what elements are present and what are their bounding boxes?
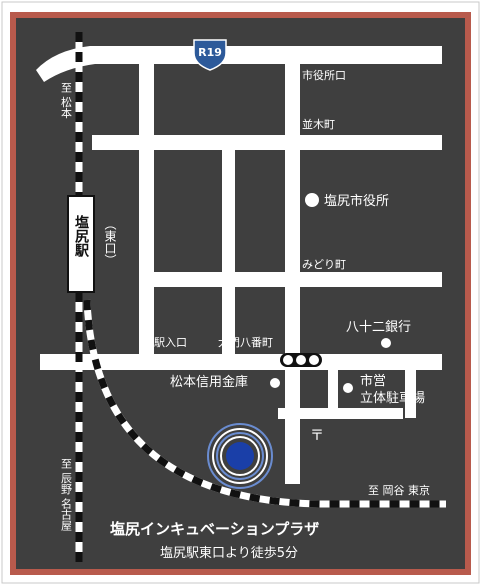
bank-marker-icon xyxy=(381,338,391,348)
road-vertical-5 xyxy=(405,370,416,418)
destination-access: 塩尻駅東口より徒歩5分 xyxy=(160,545,298,561)
direction-south: 至 辰野 名古屋 xyxy=(60,458,73,532)
map-background xyxy=(16,18,465,569)
label-ekiiriguchi: 駅入口 xyxy=(154,336,187,349)
traffic-signal-icon xyxy=(280,353,322,367)
label-shiyakusho-guchi: 市役所口 xyxy=(302,68,346,82)
label-namikicho: 並木町 xyxy=(302,117,335,131)
destination-name: 塩尻インキュベーションプラザ xyxy=(110,520,319,538)
highway-shield-icon: R19 xyxy=(193,39,227,71)
label-matsumoto-shinkin: 松本信用金庫 xyxy=(170,374,248,390)
label-parking-1: 市営 xyxy=(360,373,386,389)
label-daimon-hachibancho: 大門八番町 xyxy=(218,335,273,349)
road-vertical-4 xyxy=(328,370,338,410)
road-main-horizontal xyxy=(40,354,442,370)
road-vertical-2 xyxy=(285,64,300,484)
road-vertical-3 xyxy=(222,150,235,365)
station-line: JR xyxy=(74,204,88,217)
road-namikicho xyxy=(92,135,442,150)
label-hachijuni-bank: 八十二銀行 xyxy=(346,320,411,335)
city-hall-marker-icon xyxy=(305,193,319,207)
station-exit-label: （東口） xyxy=(103,218,117,266)
road-vertical-1 xyxy=(139,64,154,354)
city-hall: 塩尻市役所 xyxy=(305,193,389,209)
parking: 市営 立体駐車場 xyxy=(343,373,425,406)
parking-marker-icon xyxy=(343,383,353,393)
label-city-hall: 塩尻市役所 xyxy=(324,193,389,209)
direction-north: 至 松本 xyxy=(60,82,73,119)
matsumoto-shinkin: 松本信用金庫 xyxy=(170,374,280,390)
hachijuni-bank: 八十二銀行 xyxy=(346,320,411,348)
direction-east: 至 岡谷 東京 xyxy=(368,483,430,497)
road-lower xyxy=(278,408,403,419)
road-network xyxy=(36,46,442,484)
post-office-icon: 〒 xyxy=(310,428,324,444)
station-sign: JR 塩尻駅 xyxy=(67,195,95,293)
label-parking-2: 立体駐車場 xyxy=(360,391,425,406)
label-midoricho: みどり町 xyxy=(302,258,346,271)
station-name: 塩尻駅 xyxy=(73,214,89,258)
destination-target-icon xyxy=(207,423,273,489)
shinkin-marker-icon xyxy=(270,378,280,388)
highway-label: R19 xyxy=(198,46,222,59)
road-top xyxy=(36,46,442,82)
railway xyxy=(75,32,446,562)
